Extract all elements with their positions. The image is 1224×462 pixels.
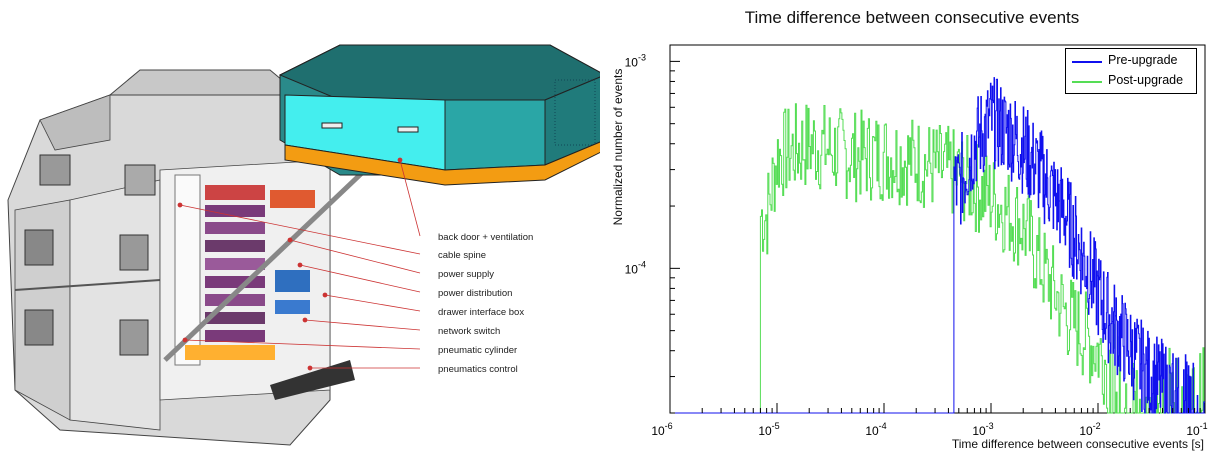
callout-label: cable spine [438,250,486,261]
plot-area: 10-6 10-5 10-4 10-3 10-2 10-1 10-4 10-3 [625,44,1208,438]
callout-label: drawer interface box [438,307,524,318]
series-line-pre-upgrade [670,77,1205,414]
x-tick-label: 10-5 [758,421,779,438]
y-tick-label: 10-4 [625,259,646,276]
x-tick-label: 10-4 [865,421,886,438]
callout-label: network switch [438,326,500,337]
y-tick-label: 10-3 [625,52,646,69]
chart-title: Time difference between consecutive even… [744,8,1080,27]
legend-entry: Post-upgrade [1066,71,1196,91]
x-tick-label: 10-3 [972,421,993,438]
legend-label: Post-upgrade [1108,73,1184,87]
x-axis-label: Time difference between consecutive even… [951,437,1204,451]
x-tick-label: 10-6 [651,421,672,438]
callout-label: power distribution [438,288,512,299]
hardware-illustration: back door + ventilation cable spine powe… [7,44,607,446]
legend-label: Pre-upgrade [1108,53,1178,67]
callout-label: pneumatics control [438,364,518,375]
callout-label: power supply [438,269,494,280]
legend-entry: Pre-upgrade [1066,51,1196,71]
hardware-drawing: back door + ventilation cable spine powe… [0,0,607,457]
series-line-post-upgrade [670,103,1205,414]
x-tick-label: 10-2 [1079,421,1100,438]
x-tick-label: 10-1 [1186,421,1207,438]
legend-swatch [1072,81,1102,83]
callout-label: pneumatic cylinder [438,345,517,356]
chart-legend: Pre-upgrade Post-upgrade [1065,48,1197,94]
callout-label: back door + ventilation [438,232,533,243]
time-difference-chart: Time difference between consecutive even… [600,0,1224,457]
legend-swatch [1072,61,1102,63]
